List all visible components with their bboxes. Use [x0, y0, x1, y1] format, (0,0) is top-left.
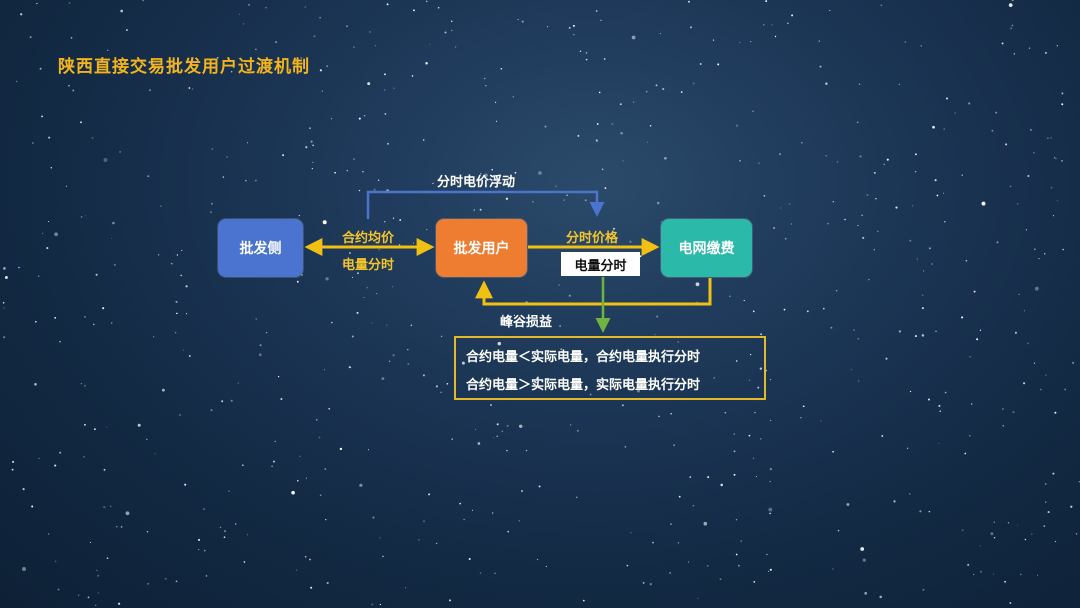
tou-price-float-label: 分时电价浮动: [437, 175, 516, 190]
page-title: 陕西直接交易批发用户过渡机制: [58, 57, 310, 77]
tou-float-arrow: [366, 190, 605, 219]
wholesale-side-node: 批发侧: [218, 219, 303, 277]
peak-valley-return-arrow: [475, 278, 712, 306]
contract-avg-price-label: 合约均价: [342, 231, 395, 246]
grid-payment-node: 电网缴费: [661, 219, 752, 277]
rules-box: 合约电量＜实际电量，合约电量执行分时 合约电量＞实际电量，实际电量执行分时: [454, 336, 766, 400]
wholesale-user-node: 批发用户: [436, 219, 527, 277]
peak-valley-label: 峰谷损益: [500, 315, 553, 330]
rule-line: 合约电量＜实际电量，合约电量执行分时: [466, 350, 701, 365]
volume-tou-box: 电量分时: [561, 252, 640, 276]
tou-price-label: 分时价格: [566, 231, 619, 246]
volume-tou-label: 电量分时: [342, 258, 395, 273]
rule-line: 合约电量＞实际电量，实际电量执行分时: [466, 378, 701, 393]
